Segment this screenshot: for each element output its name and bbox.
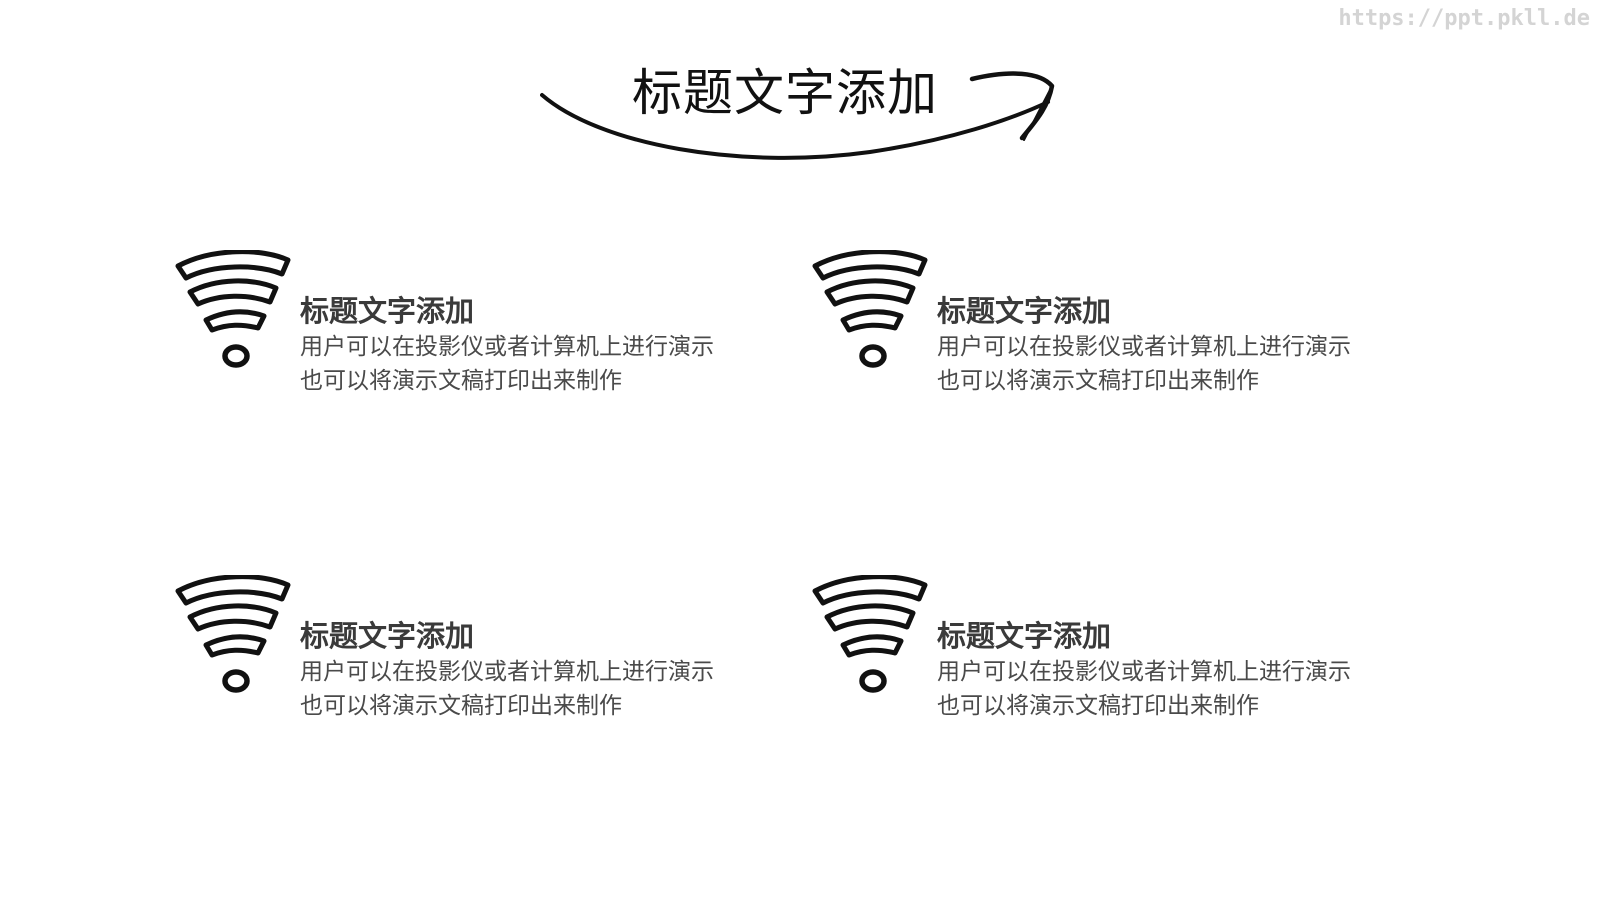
card-description: 用户可以在投影仪或者计算机上进行演示 也可以将演示文稿打印出来制作 [937,330,1351,398]
card-description-line-2: 也可以将演示文稿打印出来制作 [937,368,1259,394]
card-title: 标题文字添加 [937,294,1112,328]
feature-card-2: 标题文字添加 用户可以在投影仪或者计算机上进行演示 也可以将演示文稿打印出来制作 [809,250,1409,400]
feature-card-3: 标题文字添加 用户可以在投影仪或者计算机上进行演示 也可以将演示文稿打印出来制作 [172,575,772,725]
watermark-url: https://ppt.pkll.de [1338,6,1590,31]
feature-card-4: 标题文字添加 用户可以在投影仪或者计算机上进行演示 也可以将演示文稿打印出来制作 [809,575,1409,725]
card-description-line-2: 也可以将演示文稿打印出来制作 [300,368,622,394]
card-description-line-2: 也可以将演示文稿打印出来制作 [937,693,1259,719]
wifi-signal-icon [812,250,928,368]
feature-card-1: 标题文字添加 用户可以在投影仪或者计算机上进行演示 也可以将演示文稿打印出来制作 [172,250,772,400]
card-description-line-1: 用户可以在投影仪或者计算机上进行演示 [300,334,714,360]
wifi-signal-icon [812,575,928,693]
card-description: 用户可以在投影仪或者计算机上进行演示 也可以将演示文稿打印出来制作 [300,655,714,723]
page-title: 标题文字添加 [632,64,938,122]
card-description-line-1: 用户可以在投影仪或者计算机上进行演示 [937,659,1351,685]
card-title: 标题文字添加 [300,294,475,328]
card-description-line-2: 也可以将演示文稿打印出来制作 [300,693,622,719]
card-title: 标题文字添加 [300,619,475,653]
card-description-line-1: 用户可以在投影仪或者计算机上进行演示 [300,659,714,685]
wifi-signal-icon [175,250,291,368]
card-description: 用户可以在投影仪或者计算机上进行演示 也可以将演示文稿打印出来制作 [937,655,1351,723]
title-arc-decoration [540,71,1055,160]
card-title: 标题文字添加 [937,619,1112,653]
wifi-signal-icon [175,575,291,693]
card-description: 用户可以在投影仪或者计算机上进行演示 也可以将演示文稿打印出来制作 [300,330,714,398]
card-description-line-1: 用户可以在投影仪或者计算机上进行演示 [937,334,1351,360]
